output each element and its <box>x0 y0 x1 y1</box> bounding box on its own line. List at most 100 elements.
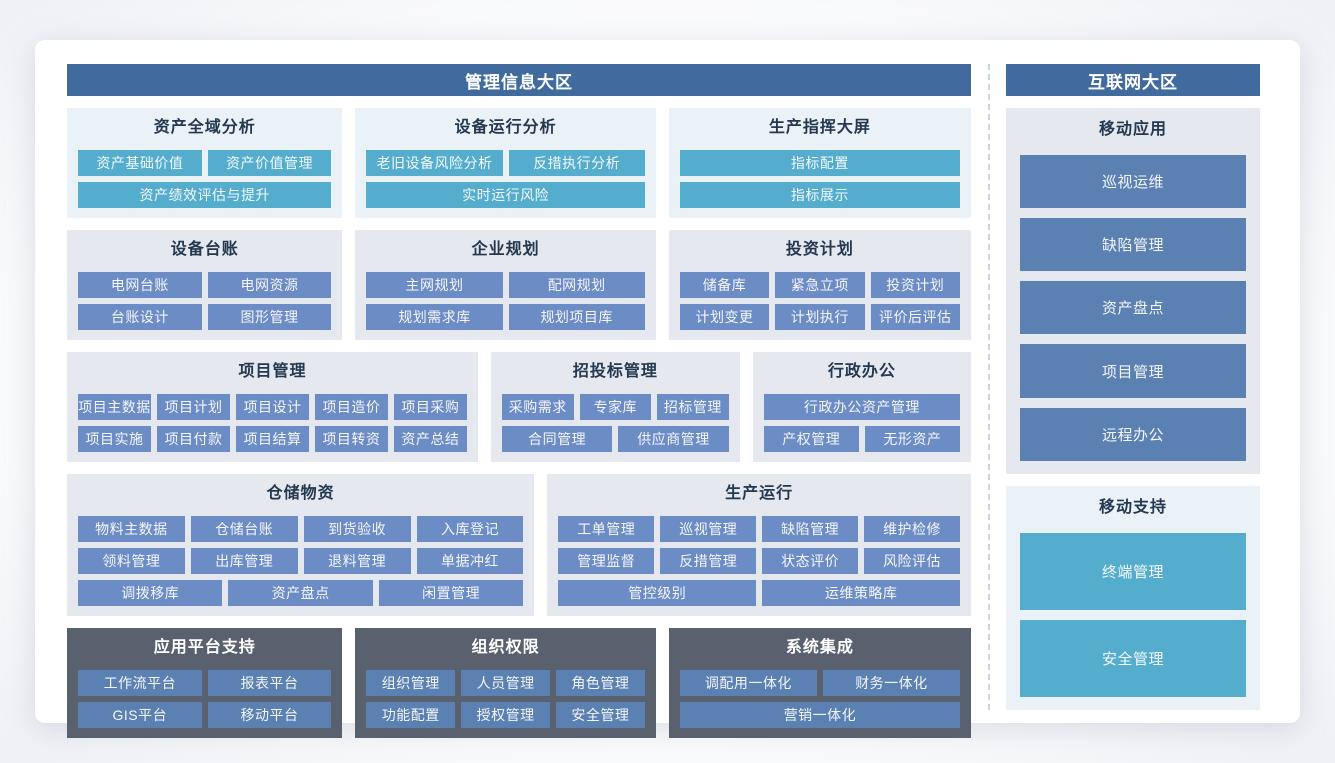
module-button[interactable]: 投资计划 <box>870 272 960 298</box>
module-button[interactable]: 远程办公 <box>1020 407 1246 461</box>
module-button[interactable]: 紧急立项 <box>775 272 865 298</box>
module-button[interactable]: 电网资源 <box>207 272 332 298</box>
module-button[interactable]: 入库登记 <box>416 516 524 542</box>
module-button[interactable]: 到货验收 <box>303 516 411 542</box>
module-button[interactable]: 项目造价 <box>314 394 388 420</box>
module-button[interactable]: 运维策略库 <box>762 580 960 606</box>
module-button[interactable]: 报表平台 <box>207 670 332 696</box>
module-button[interactable]: 指标展示 <box>679 182 960 208</box>
module-button[interactable]: 台账设计 <box>78 304 202 330</box>
module-button[interactable]: 组织管理 <box>366 670 456 696</box>
module-button[interactable]: 老旧设备风险分析 <box>366 150 503 176</box>
module-button[interactable]: 物料主数据 <box>78 516 185 542</box>
module-button[interactable]: 工作流平台 <box>78 670 202 696</box>
module-button[interactable]: 资产基础价值 <box>78 150 202 176</box>
module-button[interactable]: 规划需求库 <box>366 304 503 330</box>
zone-management-title: 管理信息大区 <box>465 72 573 92</box>
module-button[interactable]: 储备库 <box>679 272 770 298</box>
module-button[interactable]: 计划执行 <box>775 304 865 330</box>
module-button[interactable]: 缺陷管理 <box>762 516 859 542</box>
module-button[interactable]: 调拨移库 <box>78 580 223 606</box>
module-button[interactable]: 无形资产 <box>864 426 960 452</box>
module-button[interactable]: 终端管理 <box>1020 532 1246 610</box>
module-button[interactable]: 项目采购 <box>393 394 467 420</box>
button-row: 老旧设备风险分析反措执行分析 <box>366 150 645 176</box>
module-button[interactable]: 调配用一体化 <box>679 670 817 696</box>
module-button[interactable]: 项目转资 <box>314 426 388 452</box>
module-button[interactable]: 退料管理 <box>303 548 411 574</box>
button-row: 物料主数据仓储台账到货验收入库登记 <box>78 516 524 542</box>
section-title: 招投标管理 <box>572 363 658 380</box>
module-button[interactable]: 行政办公资产管理 <box>763 394 960 420</box>
module-button[interactable]: 管理监督 <box>558 548 655 574</box>
section-system-integration: 系统集成调配用一体化财务一体化营销一体化 <box>668 628 971 738</box>
button-row: 主网规划配网规划 <box>366 272 645 298</box>
section-title: 应用平台支持 <box>153 639 256 656</box>
module-button[interactable]: 出库管理 <box>190 548 298 574</box>
module-button[interactable]: 风险评估 <box>864 548 961 574</box>
module-button[interactable]: 招标管理 <box>657 394 729 420</box>
module-button[interactable]: 授权管理 <box>461 702 550 728</box>
module-button[interactable]: 资产盘点 <box>228 580 373 606</box>
module-button[interactable]: 缺陷管理 <box>1020 218 1246 272</box>
module-button[interactable]: 专家库 <box>579 394 652 420</box>
module-button[interactable]: 实时运行风险 <box>366 182 645 208</box>
module-button[interactable]: 项目付款 <box>156 426 230 452</box>
module-button[interactable]: 项目计划 <box>156 394 230 420</box>
section-title: 企业规划 <box>471 241 540 258</box>
section-title: 资产全域分析 <box>153 119 256 136</box>
module-button[interactable]: 功能配置 <box>366 702 456 728</box>
module-button[interactable]: 评价后评估 <box>870 304 960 330</box>
module-button[interactable]: 供应商管理 <box>618 426 729 452</box>
module-button[interactable]: 合同管理 <box>501 426 613 452</box>
module-button[interactable]: 项目实施 <box>78 426 151 452</box>
section-title: 设备台账 <box>170 241 239 258</box>
module-button[interactable]: 资产总结 <box>393 426 467 452</box>
button-row: 组织管理人员管理角色管理 <box>366 670 645 696</box>
module-button[interactable]: 计划变更 <box>679 304 770 330</box>
module-button[interactable]: 项目主数据 <box>78 394 151 420</box>
button-row: 管控级别运维策略库 <box>558 580 960 606</box>
module-button[interactable]: GIS平台 <box>78 702 202 728</box>
module-button[interactable]: 角色管理 <box>556 670 645 696</box>
module-button[interactable]: 配网规划 <box>508 272 645 298</box>
module-button[interactable]: 单据冲红 <box>416 548 524 574</box>
module-button[interactable]: 产权管理 <box>763 426 859 452</box>
module-button[interactable]: 维护检修 <box>864 516 961 542</box>
module-button[interactable]: 状态评价 <box>762 548 859 574</box>
module-button[interactable]: 人员管理 <box>461 670 550 696</box>
module-button[interactable]: 工单管理 <box>558 516 655 542</box>
section-equipment-operation-analysis: 设备运行分析老旧设备风险分析反措执行分析实时运行风险 <box>355 108 656 218</box>
module-button[interactable]: 规划项目库 <box>508 304 645 330</box>
module-button[interactable]: 巡视管理 <box>660 516 757 542</box>
button-row: 资产绩效评估与提升 <box>78 182 332 208</box>
module-button[interactable]: 项目结算 <box>235 426 309 452</box>
module-button[interactable]: 管控级别 <box>558 580 757 606</box>
module-button[interactable]: 资产价值管理 <box>207 150 332 176</box>
module-button[interactable]: 营销一体化 <box>679 702 960 728</box>
module-button[interactable]: 仓储台账 <box>190 516 298 542</box>
module-button[interactable]: 反措执行分析 <box>508 150 645 176</box>
module-button[interactable]: 领料管理 <box>78 548 185 574</box>
module-button[interactable]: 反措管理 <box>660 548 757 574</box>
module-button[interactable]: 财务一体化 <box>822 670 960 696</box>
module-button[interactable]: 指标配置 <box>679 150 960 176</box>
module-button[interactable]: 项目管理 <box>1020 344 1246 398</box>
module-button[interactable]: 资产盘点 <box>1020 281 1246 335</box>
button-row: 指标配置 <box>679 150 960 176</box>
module-button[interactable]: 图形管理 <box>207 304 332 330</box>
button-row: 工作流平台报表平台 <box>78 670 332 696</box>
module-button[interactable]: 安全管理 <box>1020 619 1246 697</box>
module-button[interactable]: 电网台账 <box>78 272 202 298</box>
module-button[interactable]: 主网规划 <box>366 272 503 298</box>
section-title: 行政办公 <box>827 363 896 380</box>
module-button[interactable]: 采购需求 <box>501 394 574 420</box>
module-button[interactable]: 巡视运维 <box>1020 155 1246 209</box>
module-button[interactable]: 移动平台 <box>207 702 332 728</box>
module-button[interactable]: 资产绩效评估与提升 <box>78 182 332 208</box>
zone-internet: 互联网大区 移动应用巡视运维缺陷管理资产盘点项目管理远程办公移动支持终端管理安全… <box>1006 64 1260 710</box>
module-button[interactable]: 安全管理 <box>556 702 645 728</box>
section-title: 投资计划 <box>785 241 854 258</box>
module-button[interactable]: 项目设计 <box>235 394 309 420</box>
module-button[interactable]: 闲置管理 <box>378 580 524 606</box>
